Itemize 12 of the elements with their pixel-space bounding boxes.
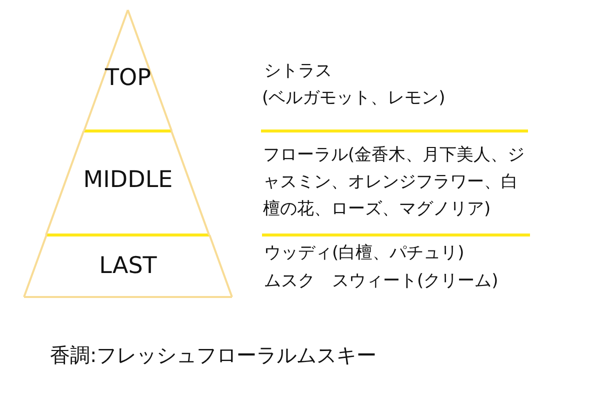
caption: 香調:フレッシュフローラルムスキー <box>50 342 377 369</box>
section-label: TOP <box>104 64 152 92</box>
note-text: フローラル(金香木、月下美人、ジャスミン、オレンジフラワー、白檀の花、ローズ、マグノリア) <box>263 144 525 221</box>
note-text: (ベルガモット、レモン) <box>262 87 446 110</box>
section-label: MIDDLE <box>82 166 174 194</box>
pyramid-section <box>24 235 232 297</box>
note-text: ムスク スウィート(クリーム) <box>264 270 498 293</box>
pyramid-top-section <box>84 10 172 131</box>
note-text: ウッディ(白檀、パチュリ) <box>264 242 464 265</box>
note-text: シトラス <box>264 60 332 83</box>
pyramid-section <box>46 131 210 235</box>
section-label: LAST <box>98 252 158 280</box>
